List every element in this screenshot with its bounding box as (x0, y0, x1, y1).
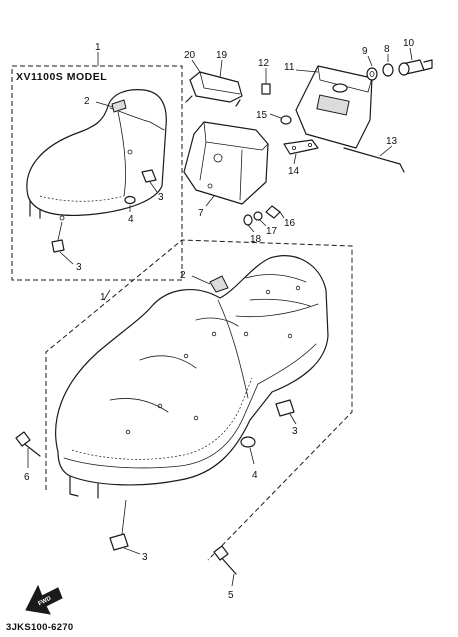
bolt-6-head (15, 431, 31, 447)
main-strap-tab (209, 275, 229, 293)
main-seat-skirt (63, 343, 317, 469)
inset-hole-2 (127, 149, 133, 155)
inset-bracket-3a (141, 169, 157, 183)
storage-box-rim (203, 121, 269, 151)
callout-3-main-right: 3 (292, 426, 298, 437)
callout-8: 8 (384, 44, 390, 55)
callout-12: 12 (258, 58, 270, 69)
part-18-damper (243, 214, 253, 226)
storage-box (183, 121, 269, 207)
callout-15: 15 (256, 110, 268, 121)
inset-frame (11, 65, 183, 281)
main-seat-body (55, 255, 329, 486)
callout-2-inset: 2 (84, 96, 90, 107)
callout-14: 14 (288, 166, 300, 177)
part-17-washer (253, 211, 263, 221)
part-10-key (423, 59, 433, 71)
callout-13: 13 (386, 136, 398, 147)
strap-fold (199, 71, 241, 95)
callout-3-inset-a: 3 (158, 192, 164, 203)
bolt-5-head (213, 545, 229, 561)
plate-14 (283, 139, 319, 165)
callout-5: 5 (228, 590, 234, 601)
storage-box-screw (207, 183, 213, 189)
callout-18: 18 (250, 234, 262, 245)
main-seat-hooks (69, 475, 99, 499)
lid-latch (332, 83, 348, 93)
fwd-arrow-icon: FWD (25, 584, 63, 615)
storage-box-edges (199, 141, 243, 201)
inset-seat-body (26, 89, 167, 216)
part-16-bolt (265, 205, 281, 219)
inset-seat-hooks (29, 199, 41, 219)
callout-17: 17 (266, 226, 278, 237)
main-bracket-3-right (275, 399, 295, 417)
callout-9: 9 (362, 46, 368, 57)
callout-3-main-bottom: 3 (142, 552, 148, 563)
inset-seat-side-seam (117, 111, 127, 197)
part-9-washer (366, 67, 378, 81)
callout-3-inset-b: 3 (76, 262, 82, 273)
main-bracket-3-bottom (109, 533, 129, 551)
seat-lid (295, 65, 373, 149)
callout-1-main: 1 (100, 292, 106, 303)
callout-11: 11 (284, 62, 295, 73)
callout-20: 20 (184, 50, 196, 61)
main-frame (45, 239, 353, 561)
part-15-nut (280, 115, 292, 125)
storage-box-lock-hole (213, 153, 223, 163)
inset-hole (59, 215, 65, 221)
callout-7: 7 (198, 208, 204, 219)
cable-rod (343, 147, 405, 173)
part-12-collar (261, 83, 271, 95)
main-seat (15, 239, 353, 587)
inset-bracket-3b (51, 239, 65, 253)
strap-plate (189, 71, 243, 103)
lid-window (316, 94, 350, 116)
callout-4-main: 4 (252, 470, 258, 481)
callout-10: 10 (403, 38, 415, 49)
main-seat-stitch (71, 377, 253, 460)
callout-4-inset: 4 (128, 214, 134, 225)
callout-19: 19 (216, 50, 228, 61)
main-damper-4 (240, 436, 256, 448)
main-seat-ridge (235, 303, 319, 318)
callout-2-main: 2 (180, 270, 186, 281)
main-seat-step-seam (217, 299, 249, 399)
model-label: XV1100S MODEL (16, 71, 107, 83)
part-8-nut (382, 63, 394, 77)
strap-ends (185, 95, 241, 107)
callout-16: 16 (284, 218, 296, 229)
inset-strap-tab (111, 99, 127, 113)
callout-numbers: 1 1 2 2 3 3 3 3 4 4 5 6 7 8 9 10 11 12 1… (24, 38, 415, 601)
storage-box-body (183, 121, 269, 205)
bolt-5-shank (219, 555, 237, 575)
callout-6: 6 (24, 472, 30, 483)
drawing-code: 3JKS100-6270 (6, 622, 74, 633)
inset-damper-4 (124, 195, 136, 205)
inset-xv1100s-seat (11, 65, 183, 281)
plate-body (283, 139, 319, 155)
cable-13 (343, 145, 405, 173)
small-fasteners (243, 68, 292, 233)
callout-1-top: 1 (95, 42, 101, 53)
seat-tufts (109, 274, 311, 435)
inset-seat-stitch (39, 195, 125, 202)
lock-parts (366, 47, 433, 81)
strap-assembly (185, 59, 243, 107)
